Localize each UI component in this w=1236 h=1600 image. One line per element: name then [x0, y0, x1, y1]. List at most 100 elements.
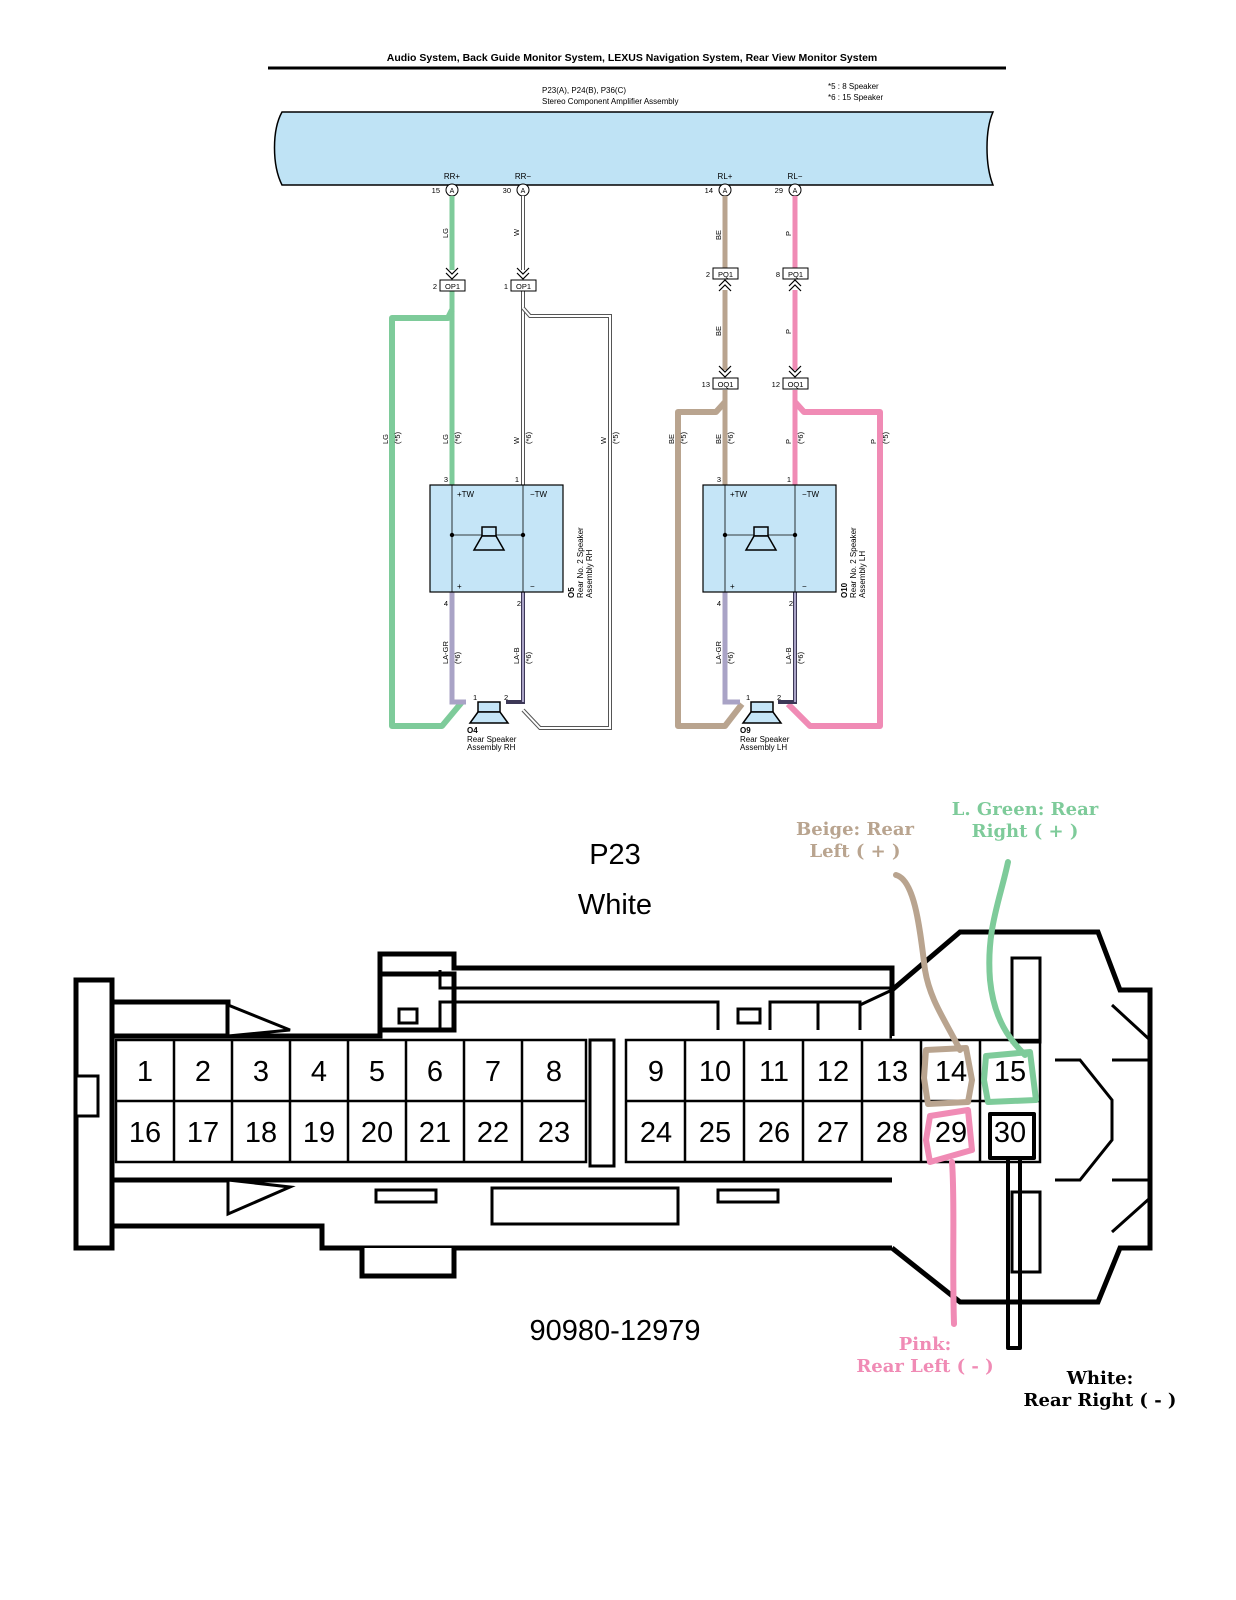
wire-lg: [389, 196, 465, 729]
pin-27: 27: [817, 1117, 849, 1149]
svg-text:W: W: [512, 228, 521, 236]
pin-2: 2: [195, 1056, 211, 1088]
svg-text:W: W: [512, 436, 521, 444]
speaker-o5-icon: [472, 526, 506, 551]
svg-text:2: 2: [517, 599, 521, 608]
svg-text:2: 2: [504, 693, 508, 702]
svg-text:OQ1: OQ1: [718, 380, 734, 389]
svg-text:A: A: [521, 188, 526, 195]
part-number: 90980-12979: [530, 1315, 701, 1347]
svg-text:Rear Speaker: Rear Speaker: [467, 735, 517, 744]
wire-be: [675, 196, 745, 729]
diagram-title: Audio System, Back Guide Monitor System,…: [387, 52, 878, 64]
plug-color: White: [578, 889, 652, 921]
pin-5: 5: [369, 1056, 385, 1088]
svg-text:1: 1: [473, 693, 477, 702]
connector-pq1-pin2: PQ1 2: [706, 267, 739, 292]
note-6: *6 : 15 Speaker: [828, 93, 883, 102]
pin-26: 26: [758, 1117, 790, 1149]
svg-text:BE: BE: [714, 326, 723, 336]
pin-18: 18: [245, 1117, 277, 1149]
amp-pin-30: 30 A: [503, 183, 530, 197]
pin-19: 19: [303, 1117, 335, 1149]
pin-15: 15: [994, 1056, 1026, 1088]
wire-labels: LG W BE P BE P LG (*5) LG (*6) W (*6) W …: [381, 228, 890, 664]
svg-text:(*6): (*6): [453, 651, 462, 664]
svg-text:Assembly LH: Assembly LH: [858, 551, 867, 598]
speaker-o4: 1 2 O4 Rear Speaker Assembly RH: [467, 693, 517, 752]
svg-text:29: 29: [775, 186, 783, 195]
plug-name: P23: [589, 839, 641, 871]
label-white-line2: Rear Right ( - ): [1024, 1390, 1177, 1411]
svg-text:+: +: [457, 582, 462, 591]
svg-text:Assembly LH: Assembly LH: [740, 743, 787, 752]
svg-text:1: 1: [746, 693, 750, 702]
svg-text:OP1: OP1: [445, 282, 460, 291]
label-green-line1: L. Green: Rear: [952, 799, 1099, 820]
svg-text:A: A: [723, 188, 728, 195]
svg-text:3: 3: [717, 475, 721, 484]
svg-text:13: 13: [702, 380, 710, 389]
svg-text:(*6): (*6): [524, 651, 533, 664]
speaker-o10-icon: [744, 526, 778, 551]
highlight-beige-lead: [893, 872, 963, 1053]
svg-text:A: A: [793, 188, 798, 195]
svg-text:Rear No. 2 Speaker: Rear No. 2 Speaker: [576, 527, 585, 598]
speaker-o4-icon: [468, 701, 510, 724]
connector-pq1-pin8: PQ1 8: [776, 267, 809, 292]
wire-la-gr-rh: [449, 592, 466, 705]
pin-17: 17: [187, 1117, 219, 1149]
svg-text:(*6): (*6): [524, 431, 533, 444]
svg-text:−: −: [530, 582, 535, 591]
highlight-pin-15: [981, 1049, 1039, 1105]
svg-text:OP1: OP1: [516, 282, 531, 291]
label-white-line1: White:: [1066, 1368, 1134, 1389]
svg-text:Rear No. 2 Speaker: Rear No. 2 Speaker: [849, 527, 858, 598]
svg-text:(*6): (*6): [453, 431, 462, 444]
highlight-pink-lead: [949, 1159, 957, 1327]
svg-text:2: 2: [789, 599, 793, 608]
wire-w: [521, 196, 612, 730]
amp-pin-15: 15 A: [432, 183, 459, 197]
svg-text:2: 2: [777, 693, 781, 702]
svg-text:−TW: −TW: [530, 490, 548, 499]
svg-text:P: P: [869, 439, 878, 444]
svg-text:Assembly RH: Assembly RH: [585, 549, 594, 598]
pin-20: 20: [361, 1117, 393, 1149]
wire-la-gr-lh: [722, 592, 740, 705]
pin-grid: [114, 1038, 1042, 1164]
svg-text:W: W: [599, 436, 608, 444]
label-pink-line1: Pink:: [899, 1334, 952, 1355]
svg-text:(*5): (*5): [679, 431, 688, 444]
connector-op1-pin1: OP1 1: [504, 267, 537, 292]
svg-text:2: 2: [706, 270, 710, 279]
amp-name: Stereo Component Amplifier Assembly: [542, 97, 679, 106]
speaker-o9-icon: [741, 701, 783, 724]
svg-text:LA-GR: LA-GR: [441, 640, 450, 664]
speaker-o9: 1 2 O9 Rear Speaker Assembly LH: [740, 693, 790, 752]
pin-8: 8: [546, 1056, 562, 1088]
pin-9: 9: [648, 1056, 664, 1088]
svg-text:(*6): (*6): [726, 651, 735, 664]
label-pink-line2: Rear Left ( - ): [856, 1356, 993, 1377]
svg-text:LG: LG: [441, 434, 450, 444]
pin-30: 30: [994, 1117, 1026, 1149]
amp-pin-14: 14 A: [705, 183, 732, 197]
svg-text:PQ1: PQ1: [718, 270, 733, 279]
svg-text:BE: BE: [714, 434, 723, 444]
svg-text:LA-B: LA-B: [512, 647, 521, 664]
svg-text:+TW: +TW: [457, 490, 475, 499]
pin-24: 24: [640, 1117, 672, 1149]
note-5: *5 : 8 Speaker: [828, 82, 879, 91]
connector-op1-pin2: OP1 2: [433, 267, 466, 292]
svg-text:8: 8: [776, 270, 780, 279]
pin-23: 23: [538, 1117, 570, 1149]
pin-16: 16: [129, 1117, 161, 1149]
label-beige-line1: Beige: Rear: [796, 819, 915, 840]
pin-7: 7: [485, 1056, 501, 1088]
svg-text:(*6): (*6): [796, 651, 805, 664]
svg-text:(*5): (*5): [393, 431, 402, 444]
highlight-pin-14: [921, 1045, 975, 1107]
wire-la-b-lh: [778, 592, 797, 704]
